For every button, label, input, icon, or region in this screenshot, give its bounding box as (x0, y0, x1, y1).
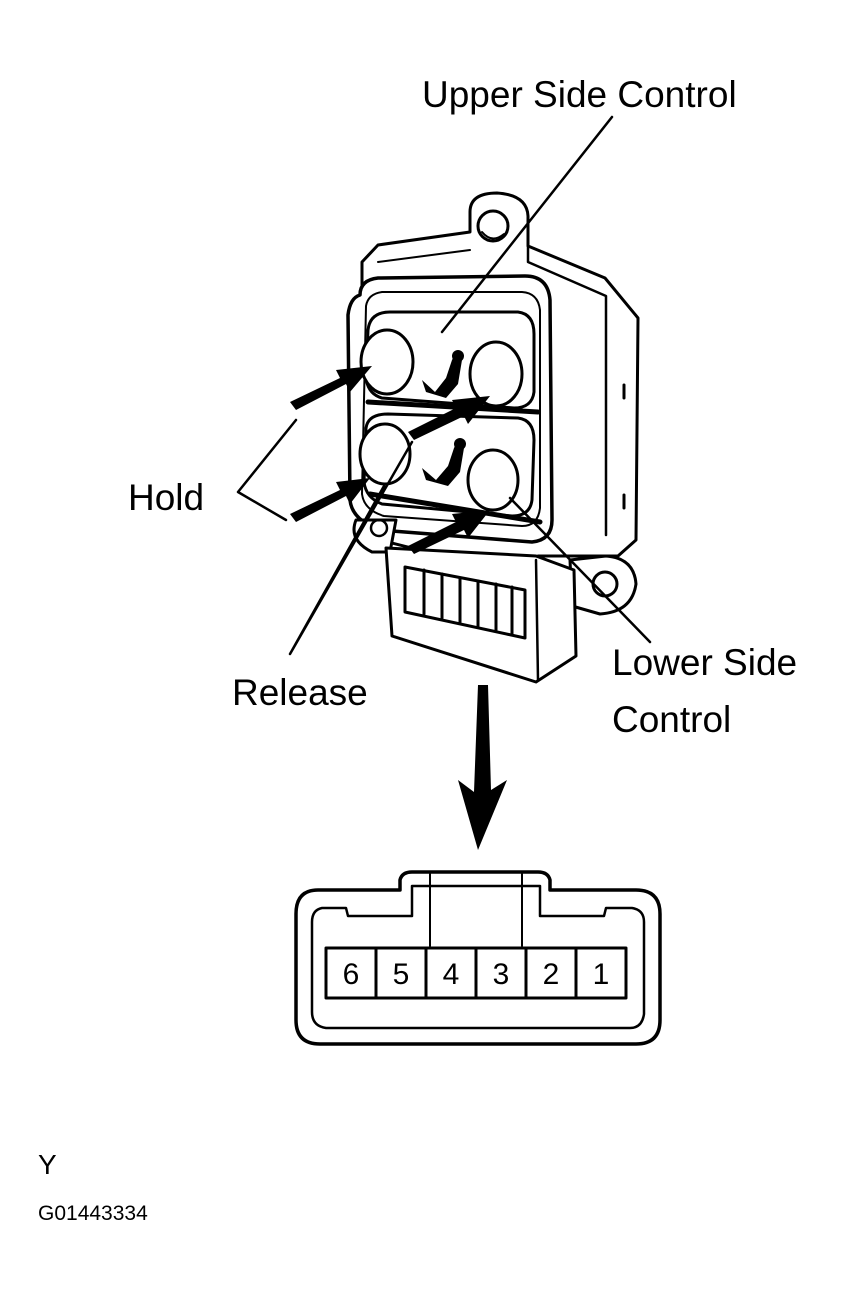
arrow-icon (408, 510, 490, 554)
switch-connector-housing (384, 546, 578, 684)
arrow-icon (290, 478, 370, 522)
upper-side-control-label: Upper Side Control (422, 74, 737, 115)
pin-label: 6 (343, 958, 360, 991)
pin-label: 2 (543, 958, 560, 991)
pin-label: 1 (593, 958, 610, 991)
release-arrows (408, 396, 490, 554)
arrow-icon (408, 396, 490, 440)
release-label: Release (232, 672, 368, 713)
lower-side-control-label: Lower Side (612, 642, 797, 683)
figure-id: G01443334 (38, 1202, 148, 1225)
lower-side-control-label-line2: Control (612, 699, 731, 740)
pin-label: 3 (493, 958, 510, 991)
pin-label: 4 (443, 958, 460, 991)
view-code: Y (38, 1149, 57, 1180)
hold-label: Hold (128, 477, 204, 518)
down-arrow-icon (458, 685, 507, 850)
hold-arrows (290, 366, 372, 522)
connector-face: 6 5 4 3 2 1 (294, 870, 662, 1046)
pin-label: 5 (393, 958, 410, 991)
arrow-icon (290, 366, 372, 410)
leader-lines (236, 115, 652, 656)
